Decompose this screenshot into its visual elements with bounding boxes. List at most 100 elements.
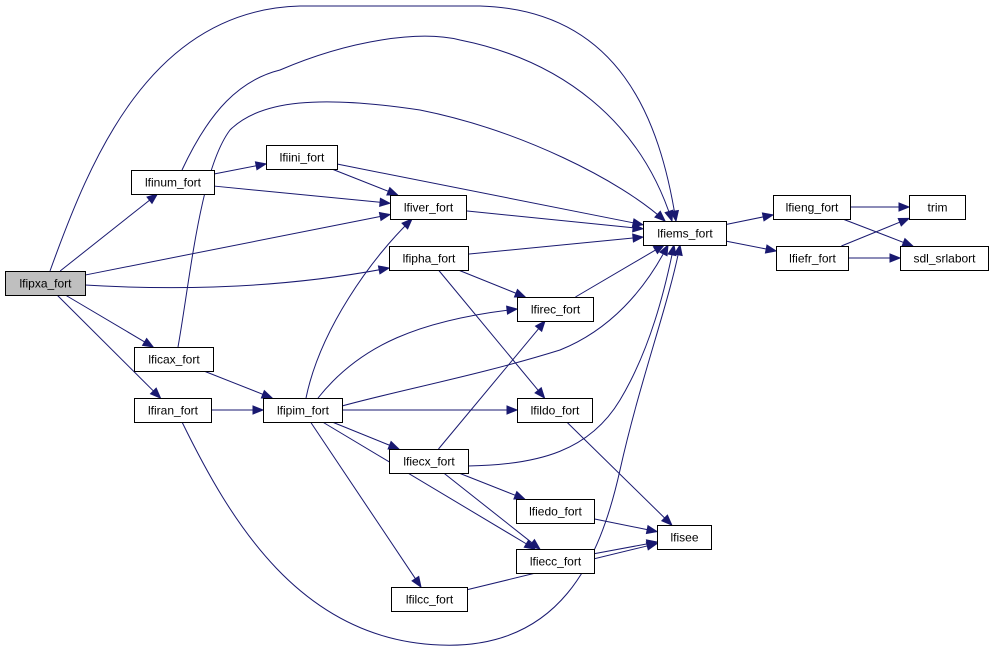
arrowhead-icon xyxy=(761,212,775,222)
node-sdl_srlabort[interactable]: sdl_srlabort xyxy=(900,246,989,271)
edge-lfiems_fort-to-lfieng_fort xyxy=(725,212,775,225)
arrowhead-icon xyxy=(513,288,527,298)
node-box[interactable] xyxy=(389,246,469,271)
edge-line xyxy=(310,421,416,579)
arrowhead-icon xyxy=(401,218,413,230)
node-lfipim_fort[interactable]: lfipim_fort xyxy=(263,398,343,423)
arrowhead-icon xyxy=(377,265,391,275)
arrowhead-icon xyxy=(528,538,541,550)
node-lfiefr_fort[interactable]: lfiefr_fort xyxy=(776,246,849,271)
node-box[interactable] xyxy=(134,398,212,423)
node-box[interactable] xyxy=(131,170,215,195)
node-lfipha_fort[interactable]: lfipha_fort xyxy=(389,246,469,271)
node-trim[interactable]: trim xyxy=(909,195,966,220)
node-label: lfiecc_fort xyxy=(530,555,582,569)
node-label: lfiran_fort xyxy=(148,404,199,418)
edge-line xyxy=(566,421,665,519)
edge-line xyxy=(305,218,413,399)
node-lficax_fort[interactable]: lficax_fort xyxy=(134,347,214,372)
edge-lfinum_fort-to-lfiems_fort xyxy=(181,35,674,223)
node-label: lfilcc_fort xyxy=(406,593,454,607)
arrowhead-icon xyxy=(141,337,155,348)
edge-line xyxy=(177,101,666,348)
edge-line xyxy=(49,5,677,272)
arrowhead-icon xyxy=(513,490,526,500)
edge-line xyxy=(458,472,516,496)
edge-line xyxy=(181,244,681,646)
edge-line xyxy=(841,221,900,247)
node-lfinum_fort[interactable]: lfinum_fort xyxy=(131,170,215,195)
node-box[interactable] xyxy=(134,347,214,372)
edge-line xyxy=(84,267,390,289)
node-label: lfisee xyxy=(670,531,698,545)
node-lfiecx_fort[interactable]: lfiecx_fort xyxy=(389,449,469,474)
node-box[interactable] xyxy=(390,195,467,220)
node-lfieng_fort[interactable]: lfieng_fort xyxy=(773,195,851,220)
node-box[interactable] xyxy=(391,587,468,612)
edge-line xyxy=(438,269,539,391)
arrowhead-icon xyxy=(386,186,399,196)
node-label: lficax_fort xyxy=(148,353,200,367)
node-box[interactable] xyxy=(900,246,989,271)
arrowhead-icon xyxy=(664,209,674,223)
node-lfiini_fort[interactable]: lfiini_fort xyxy=(266,145,338,170)
node-label: lfiefr_fort xyxy=(789,252,836,266)
edge-line xyxy=(213,185,381,203)
node-box[interactable] xyxy=(643,221,727,246)
arrowhead-icon xyxy=(146,193,159,205)
edge-lfipxa_fort-to-lfiems_fort xyxy=(49,5,680,272)
edge-lfiefr_fort-to-sdl_srlabort xyxy=(848,253,902,263)
edge-lfildo_fort-to-lfisee xyxy=(566,421,673,526)
edge-lfiefr_fort-to-trim xyxy=(841,217,911,247)
node-box[interactable] xyxy=(657,525,712,550)
node-box[interactable] xyxy=(909,195,966,220)
edge-lfipim_fort-to-lfiver_fort xyxy=(305,218,413,399)
edge-lfipxa_fort-to-lfiver_fort xyxy=(84,211,392,276)
node-lfisee[interactable]: lfisee xyxy=(657,525,712,550)
node-box[interactable] xyxy=(517,297,594,322)
node-box[interactable] xyxy=(776,246,849,271)
nodes-layer: lfipxa_fort lfinum_fort lficax_fort lfiran_… xyxy=(5,145,989,612)
edge-lfiecx_fort-to-lfiems_fort xyxy=(467,243,677,467)
edge-lfipim_fort-to-lfirec_fort xyxy=(317,305,519,399)
arrowhead-icon xyxy=(632,223,645,233)
node-lfildo_fort[interactable]: lfildo_fort xyxy=(517,398,593,423)
arrowhead-icon xyxy=(659,243,669,257)
node-box[interactable] xyxy=(516,499,595,524)
edge-lficax_fort-to-lfipim_fort xyxy=(203,370,274,399)
edge-line xyxy=(467,244,675,467)
arrowhead-icon xyxy=(667,243,677,257)
node-lfipxa_fort[interactable]: lfipxa_fort xyxy=(5,271,86,296)
edge-line xyxy=(443,472,533,544)
edge-lfipxa_fort-to-lfinum_fort xyxy=(59,193,159,272)
node-lfiedo_fort[interactable]: lfiedo_fort xyxy=(516,499,595,524)
node-lfiecc_fort[interactable]: lfiecc_fort xyxy=(516,549,595,574)
node-lfiran_fort[interactable]: lfiran_fort xyxy=(134,398,212,423)
edge-lfipha_fort-to-lfildo_fort xyxy=(438,269,546,400)
edge-line xyxy=(725,216,764,225)
edge-lfiran_fort-to-lfiems_fort xyxy=(181,243,683,646)
arrowhead-icon xyxy=(534,319,546,333)
node-lfilcc_fort[interactable]: lfilcc_fort xyxy=(391,587,468,612)
edge-lfipim_fort-to-lfilcc_fort xyxy=(310,421,422,589)
node-lfirec_fort[interactable]: lfirec_fort xyxy=(517,297,594,322)
node-box[interactable] xyxy=(773,195,851,220)
node-box[interactable] xyxy=(266,145,338,170)
node-box[interactable] xyxy=(516,549,595,574)
edge-line xyxy=(65,294,145,343)
arrowhead-icon xyxy=(673,243,683,257)
node-box[interactable] xyxy=(389,449,469,474)
arrowhead-icon xyxy=(632,233,645,243)
node-lfiver_fort[interactable]: lfiver_fort xyxy=(390,195,467,220)
arrowhead-icon xyxy=(252,405,265,415)
arrowhead-icon xyxy=(387,440,401,450)
edge-lfiecx_fort-to-lfiecc_fort xyxy=(443,472,541,550)
node-lfiems_fort[interactable]: lfiems_fort xyxy=(643,221,727,246)
arrowhead-icon xyxy=(378,211,392,222)
node-box[interactable] xyxy=(263,398,343,423)
arrowhead-icon xyxy=(645,541,659,551)
node-box[interactable] xyxy=(5,271,86,296)
edge-lfipxa_fort-to-lfipha_fort xyxy=(84,265,391,289)
node-box[interactable] xyxy=(517,398,593,423)
